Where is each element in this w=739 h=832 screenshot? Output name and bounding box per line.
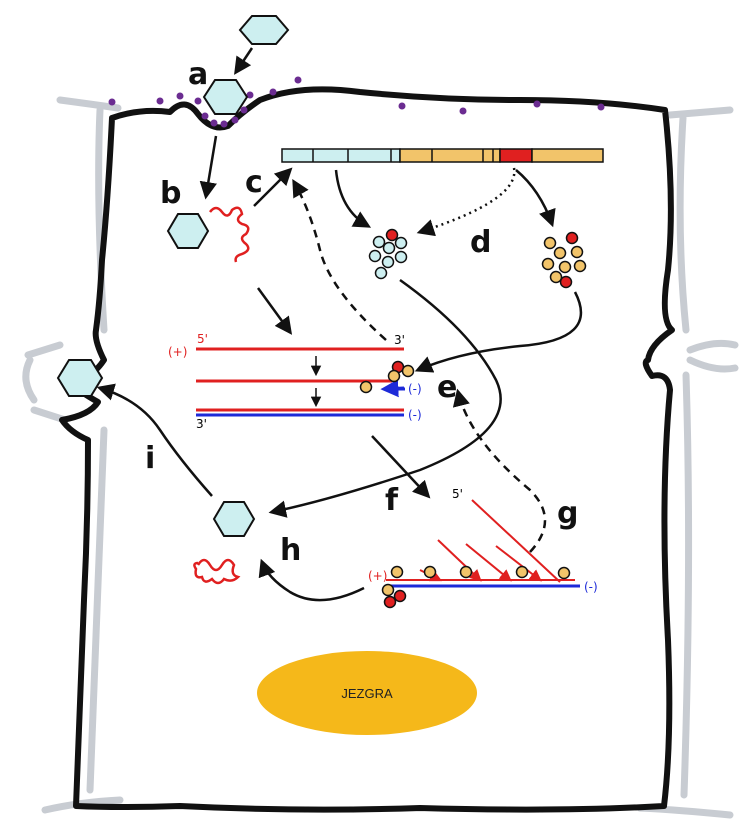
arrow-cleavage-structural (334, 169, 372, 228)
three-prime-mark-bottom: 3' (196, 417, 207, 431)
arrow-packaging (258, 558, 365, 602)
genome-rna-released (209, 206, 250, 263)
label-c: c (245, 165, 263, 200)
structural-proteins (368, 228, 408, 280)
arrow-cleavage-nonstructural (515, 169, 556, 228)
arrow-protease-dotted (416, 167, 516, 237)
arrow-dashed-translation (292, 178, 387, 341)
virion-uncoating (166, 213, 210, 249)
replication-strands (196, 347, 405, 417)
plus-strand-mark: (+) (168, 345, 187, 359)
membrane-receptors (108, 76, 605, 128)
nucleus-label: JEZGRA (341, 686, 393, 701)
label-b: b (160, 176, 181, 211)
nonstructural-proteins (541, 231, 587, 289)
arrow-genome-to-template (256, 287, 293, 335)
label-a: a (188, 57, 208, 92)
arrow-to-synthesis (371, 435, 431, 499)
polyprotein (281, 148, 604, 163)
label-h: h (280, 533, 301, 568)
cell-membrane (59, 86, 675, 813)
virion-released (56, 359, 104, 397)
virion-binding (202, 79, 249, 115)
five-prime-mark-top: 5' (197, 332, 208, 346)
arrow-dashed-recycle (452, 388, 547, 553)
label-i: i (145, 441, 155, 476)
arrow-internalization (199, 135, 218, 200)
minus-strand-mark-f: (-) (584, 580, 598, 594)
arrow-assembly (268, 278, 502, 518)
arrow-entry (234, 47, 254, 75)
arrow-replication-complex (414, 291, 583, 373)
arrow-translation (253, 167, 293, 207)
three-prime-mark-top: 3' (394, 333, 405, 347)
replication-complex-e (359, 360, 415, 394)
label-d: d (470, 225, 491, 260)
plus-strand-mark-f: (+) (368, 569, 387, 583)
nucleus (257, 651, 477, 735)
neighbor-cell-outlines (22, 96, 739, 819)
virion-assembled (212, 501, 256, 537)
label-g: g (557, 496, 578, 531)
arrow-release (96, 383, 213, 497)
five-prime-mark-f: 5' (452, 487, 463, 501)
replication-complexes-f (381, 565, 571, 609)
minus-strand-mark-middle: (-) (408, 382, 422, 396)
genome-rna-packaged (193, 558, 241, 585)
virion-outside (238, 15, 290, 45)
new-plus-strands (386, 499, 575, 583)
label-f: f (385, 483, 399, 518)
label-e: e (437, 370, 457, 405)
minus-strand-mark-bottom: (-) (408, 408, 422, 422)
